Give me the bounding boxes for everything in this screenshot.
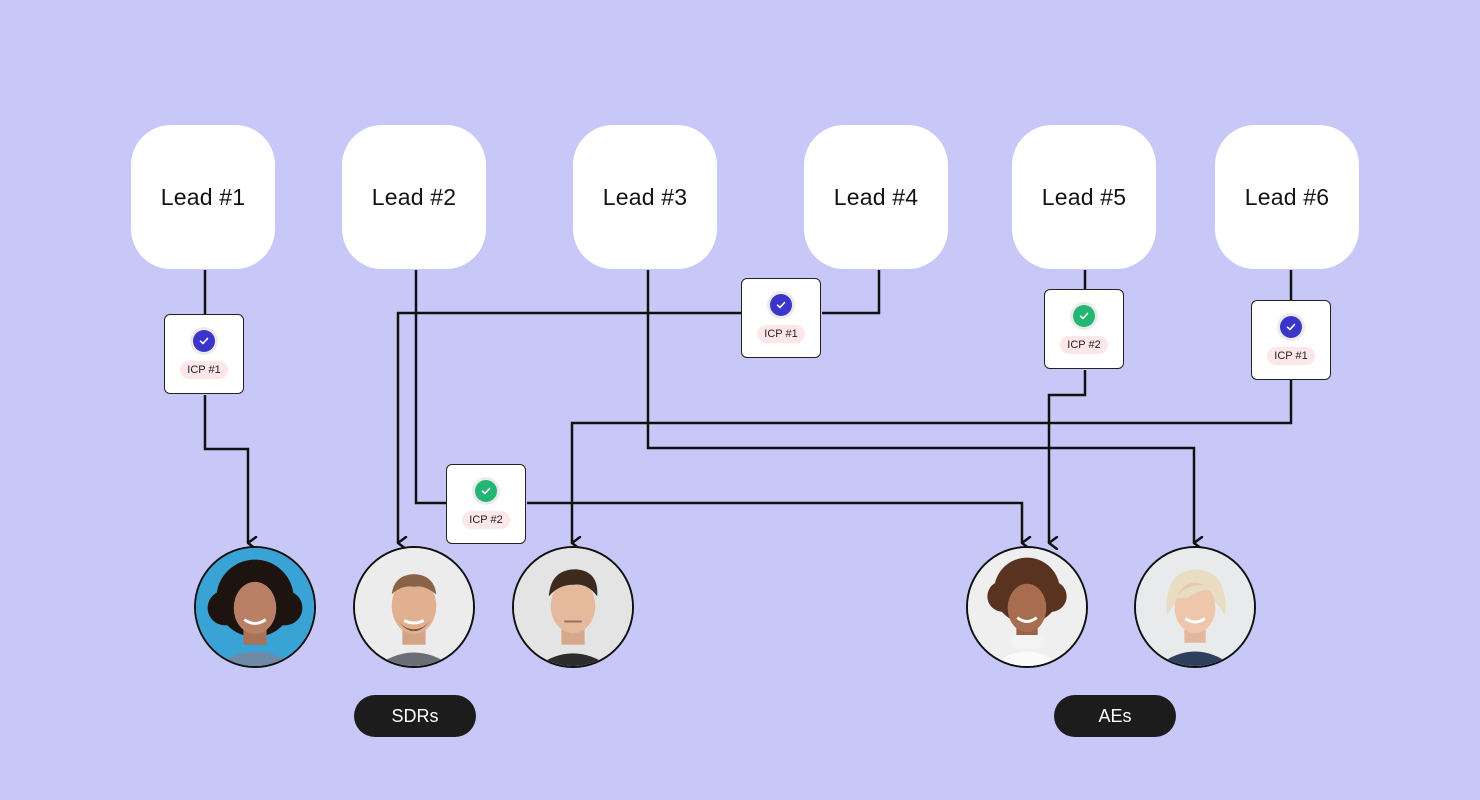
icp-badge-lead-6[interactable]: ICP #1 — [1251, 300, 1331, 380]
icp-label: ICP #1 — [180, 360, 228, 379]
sdr-avatar-2[interactable] — [353, 546, 475, 668]
icp-label: ICP #1 — [757, 324, 805, 343]
lead-card-1[interactable]: Lead #1 — [131, 125, 275, 269]
sdrs-group-label: SDRs — [354, 695, 476, 737]
connector-lead-4 — [398, 270, 881, 543]
icp-label: ICP #2 — [462, 510, 510, 529]
green-check-icon — [475, 479, 497, 502]
group-label: SDRs — [391, 705, 439, 726]
icp-badge-lead-1[interactable]: ICP #1 — [164, 314, 244, 394]
lead-card-6[interactable]: Lead #6 — [1215, 125, 1359, 269]
blue-check-icon — [770, 293, 792, 316]
group-label: AEs — [1098, 705, 1132, 726]
connector-lead-3 — [646, 270, 1194, 543]
icp-badge-lead-5[interactable]: ICP #2 — [1044, 289, 1124, 369]
lead-label: Lead #6 — [1244, 183, 1330, 210]
lead-card-2[interactable]: Lead #2 — [342, 125, 486, 269]
lead-label: Lead #5 — [1041, 183, 1127, 210]
connector-lead-2 — [414, 270, 1022, 543]
icp-badge-lead-2[interactable]: ICP #2 — [446, 464, 526, 544]
lead-card-4[interactable]: Lead #4 — [804, 125, 948, 269]
connector-lead-1 — [203, 270, 248, 543]
connector-lead-5 — [1049, 270, 1087, 543]
sdr-avatar-1[interactable] — [194, 546, 316, 668]
lead-label: Lead #2 — [371, 183, 457, 210]
lead-label: Lead #1 — [160, 183, 246, 210]
lead-label: Lead #4 — [833, 183, 919, 210]
connector-lead-6 — [572, 270, 1293, 543]
lead-card-3[interactable]: Lead #3 — [573, 125, 717, 269]
icp-badge-lead-4[interactable]: ICP #1 — [741, 278, 821, 358]
aes-group-label: AEs — [1054, 695, 1176, 737]
lead-label: Lead #3 — [602, 183, 688, 210]
lead-card-5[interactable]: Lead #5 — [1012, 125, 1156, 269]
ae-avatar-2[interactable] — [1134, 546, 1256, 668]
ae-avatar-1[interactable] — [966, 546, 1088, 668]
green-check-icon — [1073, 304, 1095, 327]
icp-label: ICP #1 — [1267, 346, 1315, 365]
blue-check-icon — [1280, 315, 1302, 338]
icp-label: ICP #2 — [1060, 335, 1108, 354]
sdr-avatar-3[interactable] — [512, 546, 634, 668]
blue-check-icon — [193, 329, 215, 352]
